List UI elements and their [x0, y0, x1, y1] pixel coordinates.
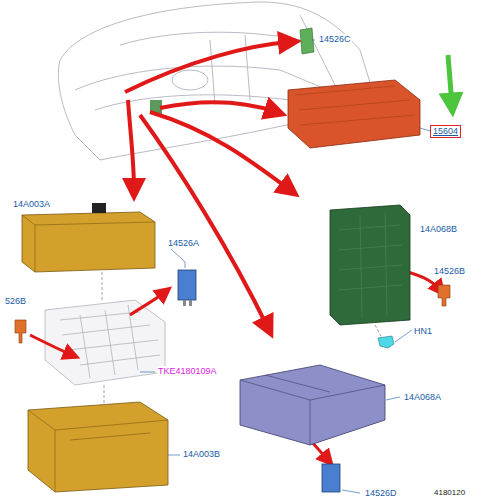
callout-number: 15604 — [433, 126, 458, 136]
callout-number: 4180120 — [433, 487, 466, 498]
callout-box: 15604 — [430, 125, 461, 138]
callout-number: 14526A — [167, 238, 200, 249]
callout-number: 14A068B — [419, 224, 458, 235]
callout-number: 14A003A — [12, 199, 51, 210]
callout-number: 526B — [4, 296, 27, 307]
callout-number: 14A003B — [182, 449, 221, 460]
callout-number: 14526C — [318, 34, 352, 45]
callout-number: TKE4180109A — [157, 366, 218, 377]
callout-number: 14526B — [433, 266, 466, 277]
callout-number: HN1 — [413, 326, 433, 337]
callout-number: 14526D — [364, 488, 398, 499]
callout-number: 14A068A — [403, 392, 442, 403]
